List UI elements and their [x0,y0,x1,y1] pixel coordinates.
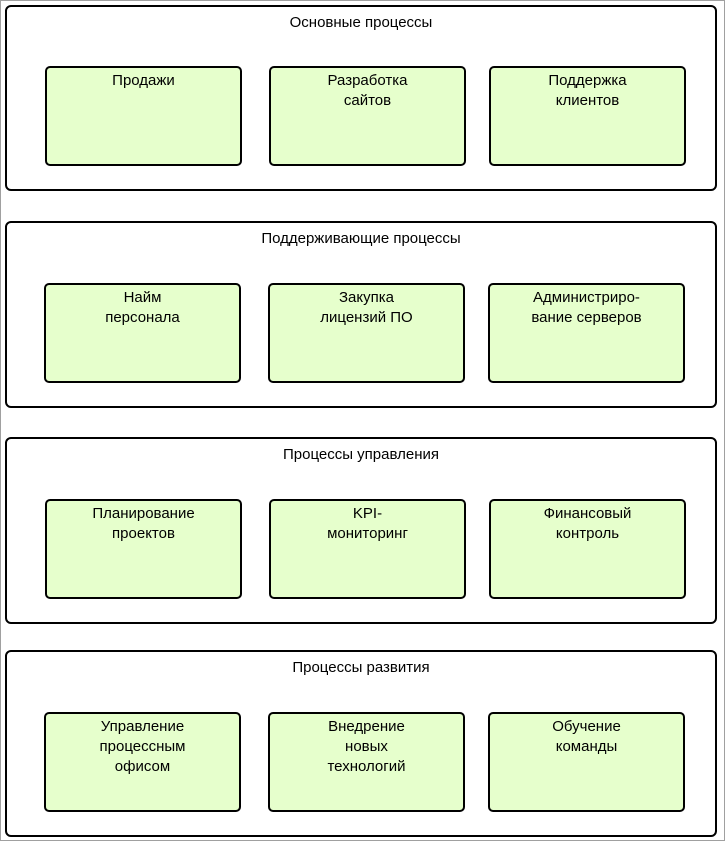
group-development-processes: Процессы развития Управление процессным … [5,650,717,837]
process-hiring: Найм персонала [44,283,241,383]
group-support-processes: Поддерживающие процессы Найм персонала З… [5,221,717,408]
group-title: Процессы управления [283,446,439,463]
process-license-procurement: Закупка лицензий ПО [268,283,465,383]
group-management-processes: Процессы управления Планирование проекто… [5,437,717,624]
process-project-planning: Планирование проектов [45,499,242,599]
process-server-administration: Администриро- вание серверов [488,283,685,383]
process-customer-support: Поддержка клиентов [489,66,686,166]
group-title: Основные процессы [289,14,433,31]
process-technology-adoption: Внедрение новых технологий [268,712,465,812]
process-kpi-monitoring: KPI- мониторинг [269,499,466,599]
process-pmo-management: Управление процессным офисом [44,712,241,812]
group-title: Процессы развития [292,659,430,676]
group-core-processes: Основные процессы Продажи Разработка сай… [5,5,717,191]
group-title: Поддерживающие процессы [261,230,461,247]
process-financial-control: Финансовый контроль [489,499,686,599]
process-web-development: Разработка сайтов [269,66,466,166]
process-team-training: Обучение команды [488,712,685,812]
process-sales: Продажи [45,66,242,166]
